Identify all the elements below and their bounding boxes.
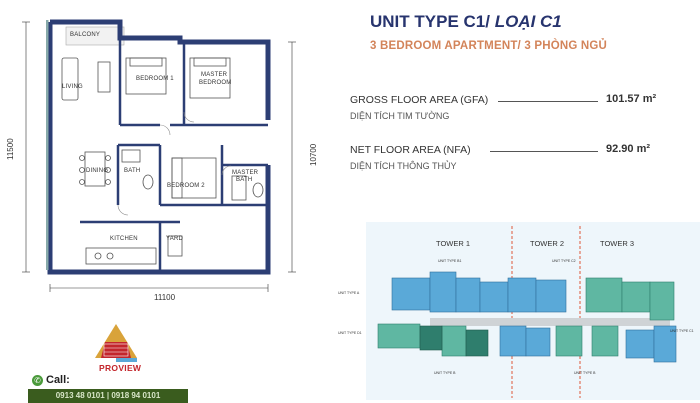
page-title: UNIT TYPE C1/ LOẠI C1 [370,12,562,32]
room-label-master-bedroom-1: MASTER [201,72,228,78]
title-main: UNIT TYPE C1/ [370,12,495,31]
call-label: ✆Call: [32,374,70,386]
room-label-bedroom1: BEDROOM 1 [136,76,174,82]
unit-annotations: UNIT TYPE A UNIT TYPE D1 UNIT TYPE C1 UN… [338,259,694,375]
room-label-master-bath-2: BATH [236,177,252,183]
dimension-width: 11100 [154,293,176,302]
room-label-master-bath-1: MASTER [232,170,259,176]
nfa-sub-label: DIỆN TÍCH THÔNG THỦY [350,161,457,171]
gfa-leader-line [498,101,598,102]
gfa-value: 101.57 m² [606,93,657,105]
dimension-lines [22,21,296,292]
floor-plan: BALCONY LIVING BEDROOM 1 MASTER BEDROOM … [6,19,318,302]
gfa-row: GROSS FLOOR AREA (GFA) 101.57 m² DIỆN TÍ… [350,93,670,124]
room-label-living: LIVING [62,84,83,90]
furniture [61,57,264,265]
room-label-yard: YARD [166,236,183,242]
room-label-dining: DINING [86,168,108,174]
svg-text:UNIT TYPE C1: UNIT TYPE C1 [670,329,694,333]
facade-strip [46,20,49,270]
svg-text:UNIT TYPE D1: UNIT TYPE D1 [338,331,362,335]
tower-1-dark-units [419,325,489,357]
brand-name: PROVIEW [99,363,142,373]
svg-text:UNIT TYPE B: UNIT TYPE B [574,371,596,375]
room-label-bedroom2: BEDROOM 2 [167,183,205,189]
tower-3-blue-units [625,325,677,363]
svg-text:UNIT TYPE B1: UNIT TYPE B1 [438,259,461,263]
nfa-leader-line [490,151,598,152]
gfa-label: GROSS FLOOR AREA (GFA) [350,94,489,106]
tower-label-3: TOWER 3 [600,239,634,248]
door-arcs [117,111,232,216]
tower-2-units [499,325,551,357]
room-label-balcony: BALCONY [70,32,100,38]
nfa-value: 92.90 m² [606,143,651,155]
site-plan: TOWER 1 TOWER 2 TOWER 3 [338,222,700,400]
corridor [430,318,670,326]
tower-1-lower-units [377,323,583,357]
dimension-height-right: 10700 [309,143,318,166]
title-italic: LOẠI C1 [494,12,562,31]
svg-text:UNIT TYPE C2: UNIT TYPE C2 [552,259,576,263]
proview-logo-icon [95,324,137,362]
phone-number-bar[interactable]: 0913 48 0101 | 0918 94 0101 [28,389,188,403]
tower-label-2: TOWER 2 [530,239,564,248]
svg-text:UNIT TYPE B: UNIT TYPE B [434,371,456,375]
call-text: Call: [46,374,70,386]
nfa-label: NET FLOOR AREA (NFA) [350,144,471,156]
outer-walls [47,19,271,275]
room-label-master-bedroom-2: BEDROOM [199,80,231,86]
svg-text:UNIT TYPE A: UNIT TYPE A [338,291,360,295]
room-label-kitchen: KITCHEN [110,236,138,242]
tower-label-1: TOWER 1 [436,239,470,248]
page-subtitle: 3 BEDROOM APARTMENT/ 3 PHÒNG NGỦ [370,40,608,52]
phone-icon: ✆ [32,374,43,386]
gfa-sub-label: DIỆN TÍCH TIM TƯỜNG [350,111,450,121]
room-label-bath: BATH [124,168,140,174]
tower-3-units [585,277,675,357]
dimension-height-left: 11500 [6,138,15,160]
nfa-row: NET FLOOR AREA (NFA) 92.90 m² DIỆN TÍCH … [350,143,670,174]
tower-1-units [391,271,567,313]
